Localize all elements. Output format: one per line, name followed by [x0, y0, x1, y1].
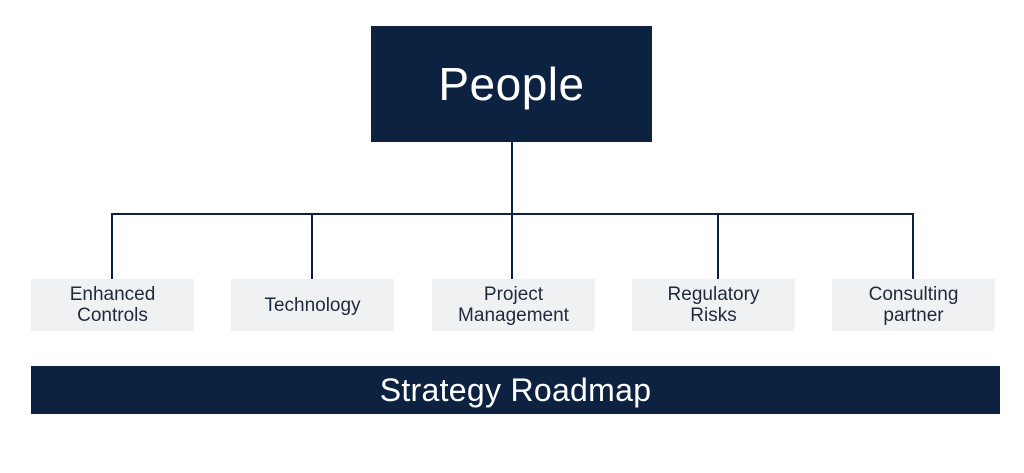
root-node-people: People [371, 26, 652, 142]
child-node-label: Enhanced Controls [69, 284, 156, 326]
root-node-label: People [438, 58, 585, 110]
child-node-enhanced-controls: Enhanced Controls [31, 279, 194, 331]
banner-label: Strategy Roadmap [379, 371, 652, 408]
child-node-technology: Technology [231, 279, 394, 331]
child-node-label: Consulting partner [868, 284, 959, 326]
child-node-consulting-partner: Consulting partner [832, 279, 995, 331]
child-node-regulatory-risks: Regulatory Risks [632, 279, 795, 331]
child-node-label: Technology [264, 294, 361, 316]
child-node-label: Project Management [458, 284, 569, 326]
child-node-label: Regulatory Risks [667, 284, 760, 326]
child-node-project-management: Project Management [432, 279, 595, 331]
strategy-roadmap-banner: Strategy Roadmap [31, 366, 1000, 414]
